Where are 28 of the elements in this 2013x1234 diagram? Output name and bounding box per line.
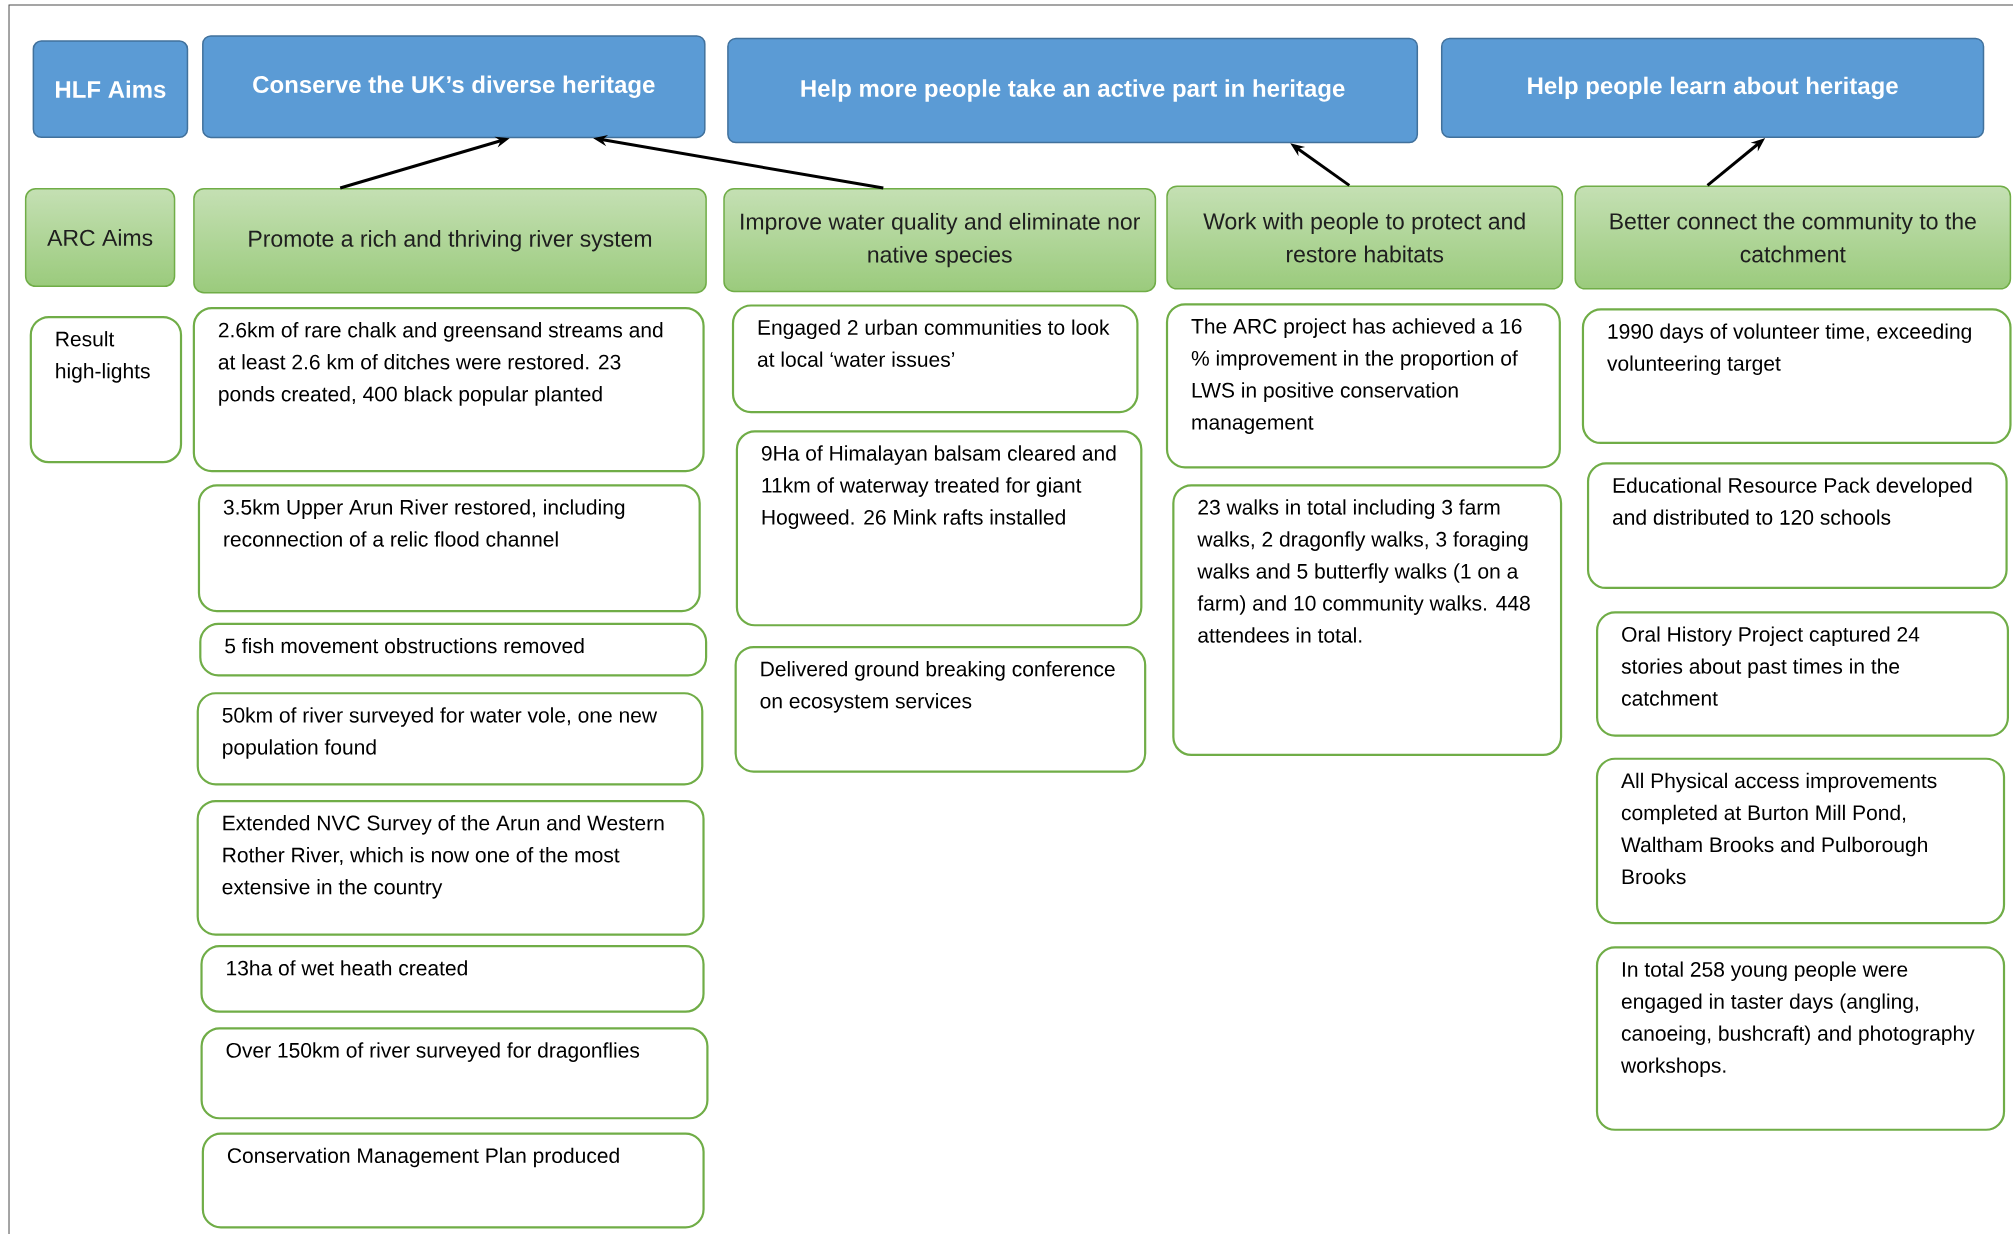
result-box: Over 150km of river surveyed for dragonflies (200, 1027, 709, 1120)
result-box: Educational Resource Pack developed and distributed to 120 schools (1586, 462, 2008, 590)
result-box: 2.6km of rare chalk and greensand streams and at least 2.6 km of ditches were restored. 23 ponds created, 400 black popular planted (192, 307, 705, 473)
result-box: 1990 days of volunteer time, exceeding volunteering target (1581, 308, 2012, 445)
aim-box: Help more people take an active part in heritage (727, 37, 1419, 144)
aim-box: HLF Aims (32, 40, 189, 139)
aim-box: Improve water quality and eliminate nor native species (723, 188, 1157, 293)
result-box: Conservation Management Plan produced (201, 1132, 705, 1229)
aim-box: Conserve the UK’s diverse heritage (202, 35, 706, 139)
result-box: 9Ha of Himalayan balsam cleared and 11km of waterway treated for giant Hogweed. 26 Mink rafts installed (735, 430, 1143, 627)
result-box: All Physical access improvements completed at Burton Mill Pond, Waltham Brooks and Pulborough Brooks (1595, 757, 2006, 925)
result-box: Engaged 2 urban communities to look at local ‘water issues’ (731, 304, 1139, 414)
result-box: 23 walks in total including 3 farm walks, 2 dragonfly walks, 3 foraging walks and 5 butterfly walks (1 on a farm) and 10 community walks. 448 attendees in total. (1172, 484, 1563, 756)
result-box: The ARC project has achieved a 16 % improvement in the proportion of LWS in positive conservation management (1165, 303, 1561, 469)
aim-box: ARC Aims (24, 187, 176, 288)
aim-box: Promote a rich and thriving river system (193, 187, 707, 294)
result-box: In total 258 young people were engaged in taster days (angling, canoeing, bushcraft) and photography workshops. (1595, 946, 2006, 1131)
result-box: 13ha of wet heath created (200, 945, 705, 1013)
result-box: Delivered ground breaking conference on ecosystem services (734, 645, 1147, 773)
result-box: Extended NVC Survey of the Arun and Western Rother River, which is now one of the most extensive in the country (196, 799, 705, 936)
result-box: 5 fish movement obstructions removed (199, 622, 708, 677)
result-box: 50km of river surveyed for water vole, one new population found (196, 692, 704, 786)
aim-box: Better connect the community to the catchment (1574, 185, 2012, 290)
aim-box: Work with people to protect and restore habitats (1166, 185, 1564, 290)
result-box: 3.5km Upper Arun River restored, including reconnection of a relic flood channel (197, 484, 701, 613)
result-box: Result high-lights (29, 315, 183, 464)
result-box: Oral History Project captured 24 stories about past times in the catchment (1596, 611, 2009, 737)
aim-box: Help people learn about heritage (1440, 37, 1985, 139)
